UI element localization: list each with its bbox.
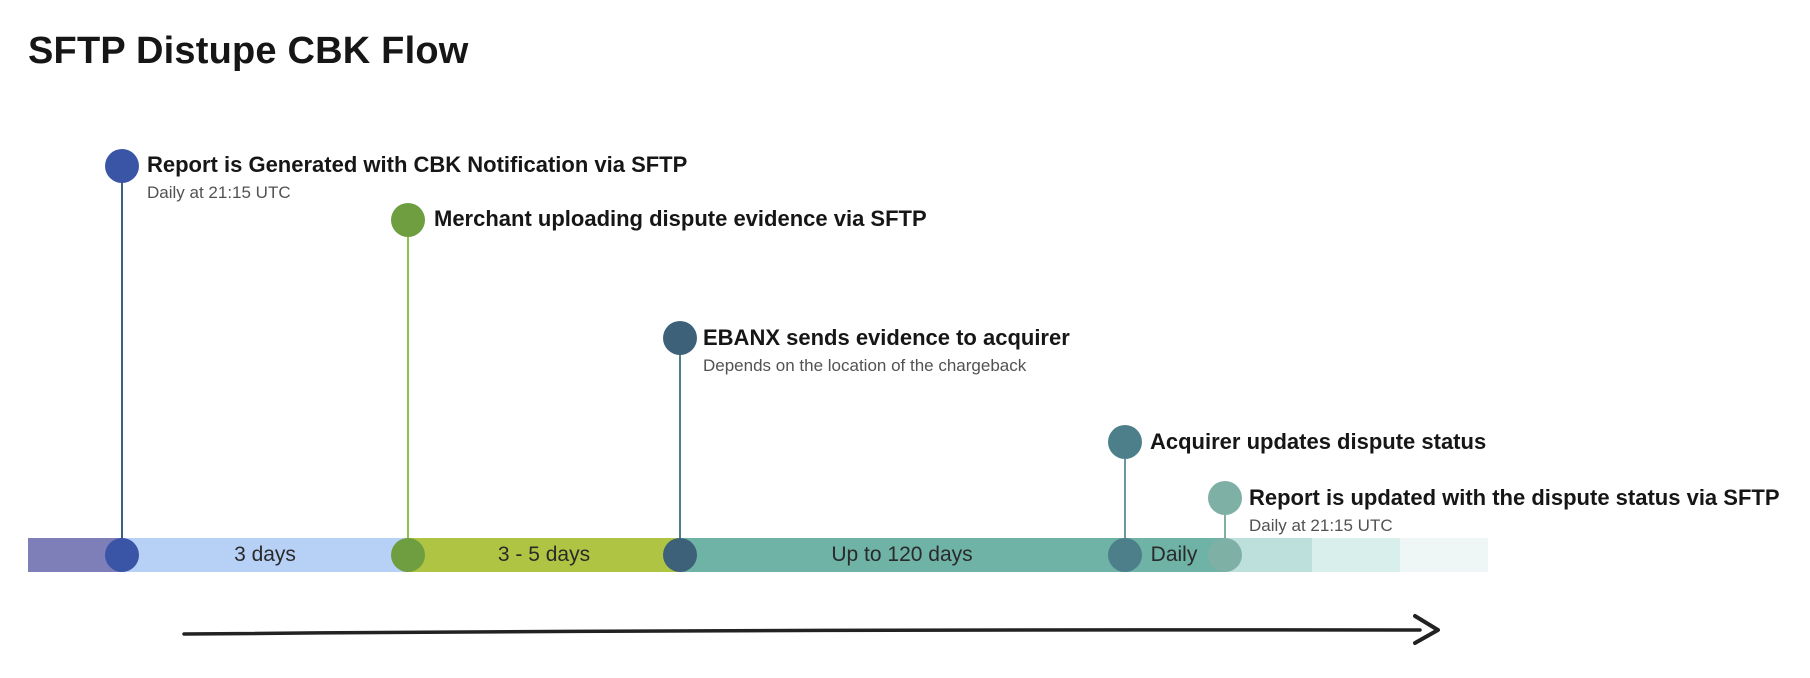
event-4-stem bbox=[1124, 443, 1126, 556]
duration-label-up-to-120-days: Up to 120 days bbox=[831, 543, 973, 566]
event-5-marker bbox=[1208, 481, 1242, 515]
event-2-bar-marker bbox=[391, 538, 425, 572]
event-5-title: Report is updated with the dispute statu… bbox=[1249, 485, 1780, 510]
event-5-bar-marker bbox=[1208, 538, 1242, 572]
event-1-bar-marker bbox=[105, 538, 139, 572]
event-3-stem bbox=[679, 338, 681, 556]
event-5-stem bbox=[1224, 498, 1226, 556]
event-2-stem bbox=[407, 220, 409, 556]
event-1-marker bbox=[105, 149, 139, 183]
event-3-title: EBANX sends evidence to acquirer bbox=[703, 325, 1070, 350]
event-4-title: Acquirer updates dispute status bbox=[1150, 429, 1487, 454]
duration-label-3-5-days: 3 - 5 days bbox=[497, 543, 591, 566]
bar-segment-up-to-120-days bbox=[680, 538, 1124, 572]
event-2-title: Merchant uploading dispute evidence via … bbox=[434, 206, 927, 231]
event-3-bar-marker bbox=[663, 538, 697, 572]
event-5-subtitle: Daily at 21:15 UTC bbox=[1249, 516, 1393, 535]
bar-segment-fade-2 bbox=[1312, 538, 1400, 572]
duration-label-daily: Daily bbox=[1150, 543, 1198, 566]
event-3-marker bbox=[663, 321, 697, 355]
bar-segment-3-days bbox=[122, 538, 408, 572]
event-4-bar-marker bbox=[1108, 538, 1142, 572]
bar-segment-3-5-days bbox=[408, 538, 680, 572]
event-2-marker bbox=[391, 203, 425, 237]
duration-label-3-days: 3 days bbox=[234, 543, 296, 566]
event-1-stem bbox=[121, 166, 123, 556]
event-1-subtitle: Daily at 21:15 UTC bbox=[147, 183, 291, 202]
event-4-marker bbox=[1108, 425, 1142, 459]
page-title: SFTP Distupe CBK Flow bbox=[28, 30, 469, 72]
event-3-subtitle: Depends on the location of the chargebac… bbox=[703, 356, 1027, 375]
right-arrow-icon bbox=[182, 614, 1440, 645]
event-1-title: Report is Generated with CBK Notificatio… bbox=[147, 152, 688, 177]
bar-segment-fade-3 bbox=[1400, 538, 1488, 572]
